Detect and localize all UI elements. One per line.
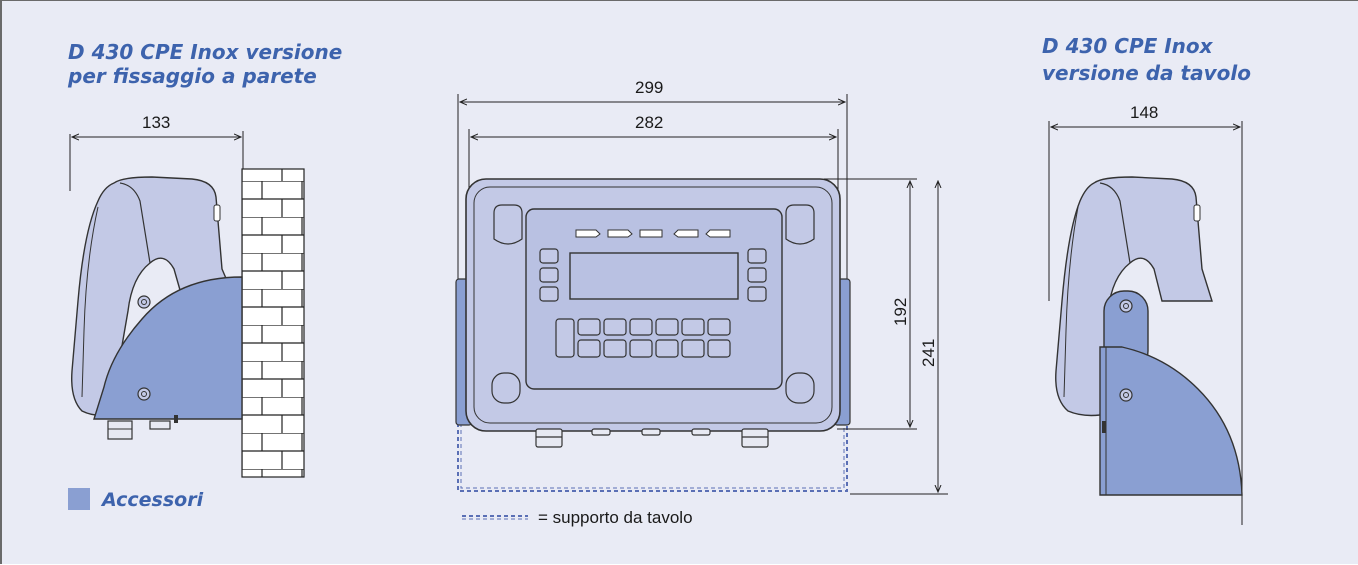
wall-bracket-accessory <box>93 276 243 420</box>
table-title-line1: D 430 CPE Inox <box>1042 34 1214 58</box>
table-side-view: 148 <box>1048 103 1243 525</box>
support-legend-label: = supporto da tavolo <box>538 508 693 527</box>
mounting-slot <box>785 372 815 404</box>
front-view: 299 282 <box>455 78 948 495</box>
side-keys <box>539 248 767 302</box>
accessory-legend-label: Accessori <box>100 489 204 511</box>
keypad <box>555 318 731 358</box>
cable-gland <box>149 420 171 430</box>
wall-title-line1: D 430 CPE Inox versione <box>68 40 342 64</box>
table-depth-label: 148 <box>1130 103 1158 122</box>
wall-depth-label: 133 <box>142 113 170 132</box>
table-stand-base <box>1099 346 1243 496</box>
mounting-slot <box>785 204 815 245</box>
table-title-line2: versione da tavolo <box>1042 61 1251 85</box>
wall-title-line2: per fissaggio a parete <box>67 64 317 88</box>
brick-wall <box>241 168 305 478</box>
body-height-label: 192 <box>891 298 910 326</box>
status-led-row <box>575 229 731 238</box>
indicator-housing-side <box>71 176 236 417</box>
cable-gland <box>107 420 133 440</box>
bottom-cable-glands <box>535 428 769 448</box>
mounting-slot <box>493 204 523 245</box>
overall-height-label: 241 <box>919 339 938 367</box>
accessory-legend-swatch <box>68 488 90 510</box>
overall-width-label: 299 <box>635 78 663 97</box>
mounting-slot <box>491 372 521 404</box>
lcd-display <box>569 252 739 300</box>
wall-mount-side-view: 133 <box>69 113 305 478</box>
body-width-label: 282 <box>635 113 663 132</box>
